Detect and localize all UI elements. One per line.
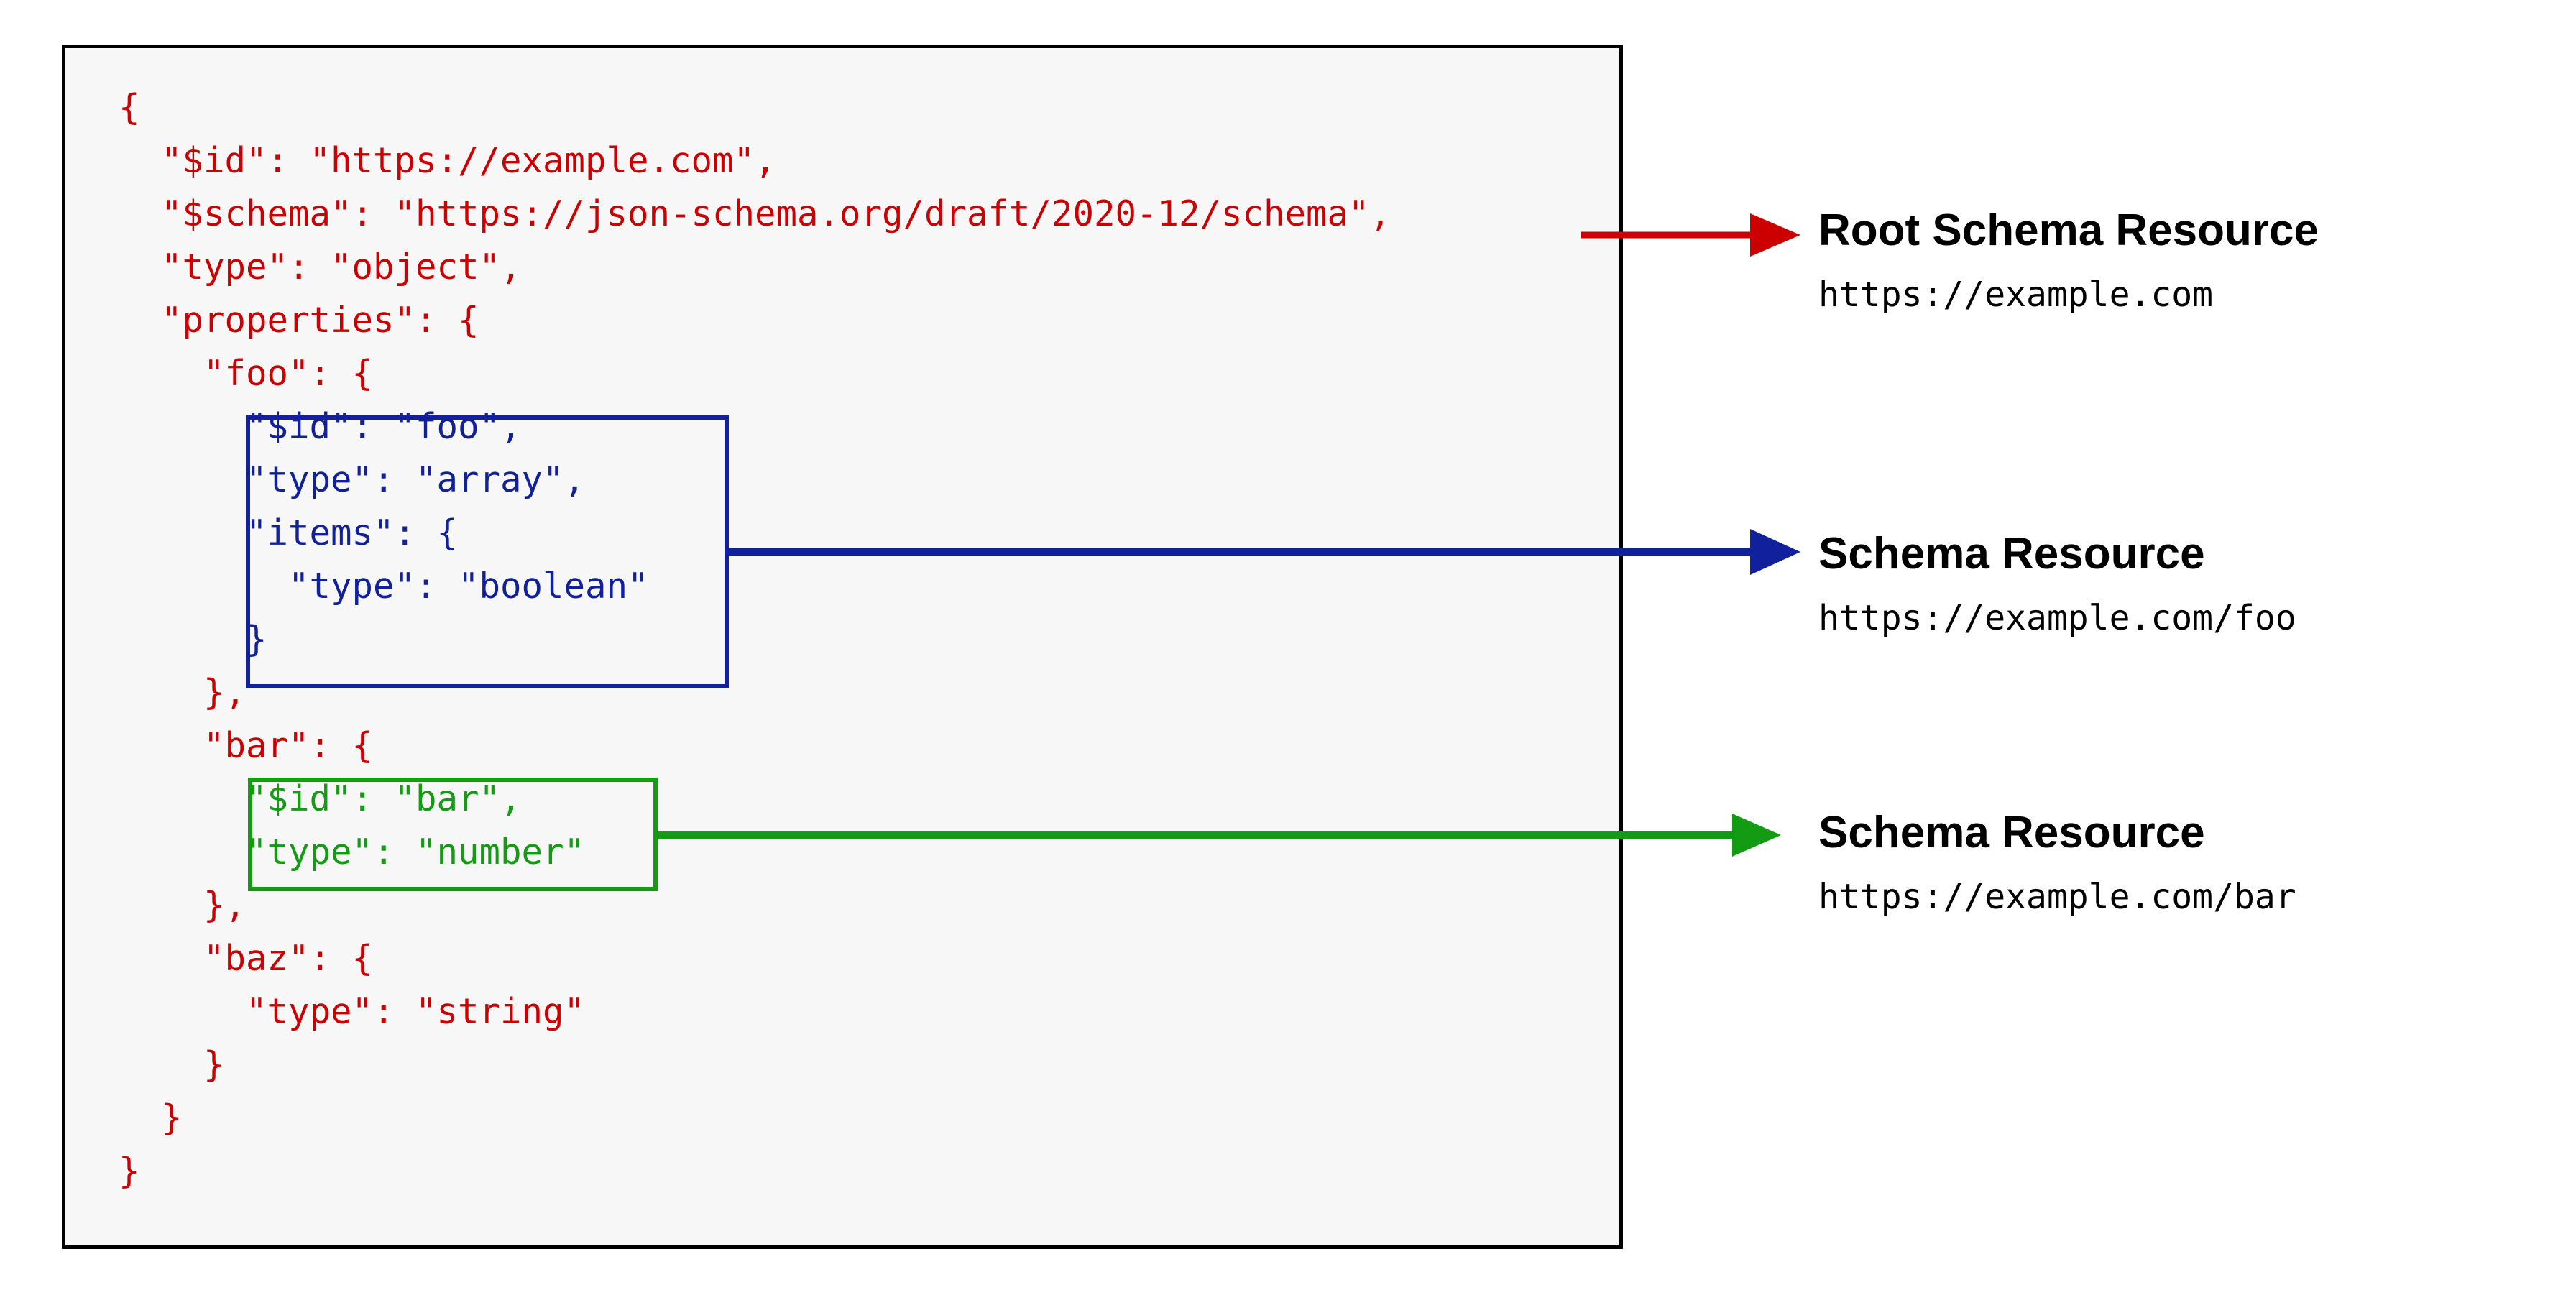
annotation-root-title: Root Schema Resource [1818, 206, 2319, 255]
code-line: "type": "array", [119, 459, 586, 500]
code-line: "foo": { [119, 353, 374, 394]
code-line: "type": "boolean" [119, 566, 649, 607]
code-line: "$schema": "https://json-schema.org/draf… [119, 193, 1392, 234]
code-line: "bar": { [119, 725, 374, 766]
code-line: "type": "object", [119, 246, 522, 287]
json-code-panel: { "$id": "https://example.com", "$schema… [62, 45, 1623, 1249]
annotation-foo-url: https://example.com/foo [1818, 598, 2296, 638]
code-line: "baz": { [119, 938, 374, 979]
annotation-foo-title: Schema Resource [1818, 529, 2205, 579]
annotation-foo-schema: Schema Resource https://example.com/foo [1818, 529, 2296, 638]
code-line: "type": "number" [119, 831, 586, 872]
json-code-block: { "$id": "https://example.com", "$schema… [119, 81, 1391, 1198]
code-line: } [119, 1151, 140, 1192]
annotation-bar-title: Schema Resource [1818, 808, 2205, 857]
code-line: } [119, 619, 267, 660]
annotation-root-url: https://example.com [1818, 275, 2214, 315]
annotation-bar-schema: Schema Resource https://example.com/bar [1818, 808, 2296, 917]
annotation-root-schema: Root Schema Resource https://example.com [1818, 206, 2319, 315]
code-line: { [119, 87, 140, 128]
code-line: "items": { [119, 512, 459, 553]
annotation-bar-url: https://example.com/bar [1818, 877, 2296, 917]
code-line: "type": "string" [119, 991, 586, 1032]
code-line: "$id": "https://example.com", [119, 140, 776, 181]
code-line: }, [119, 672, 247, 713]
code-line: "$id": "bar", [119, 778, 522, 819]
code-line: "properties": { [119, 300, 479, 341]
code-line: } [119, 1097, 183, 1138]
code-line: "$id": "foo", [119, 406, 522, 447]
code-line: }, [119, 885, 247, 926]
code-line: } [119, 1044, 225, 1085]
